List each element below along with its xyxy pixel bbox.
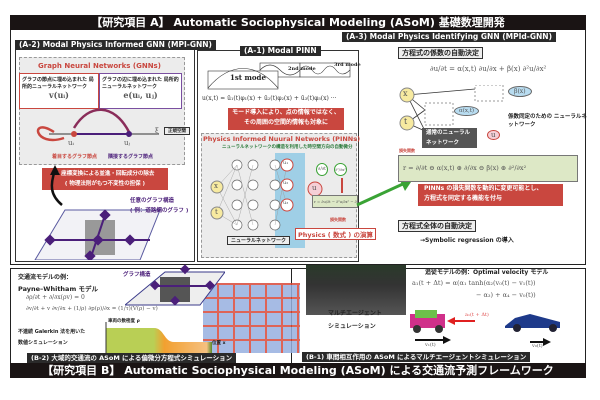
space-tag: 正規空間 <box>164 127 190 135</box>
node-fn: v(uᵢ) <box>49 90 69 100</box>
a1-label: (A-1) Modal PINN <box>240 46 321 56</box>
pw-eq1: ∂ρ/∂t + ∂/∂x(ρv) = 0 <box>26 294 85 301</box>
alpha-node: α(x,t) <box>454 106 480 116</box>
ov-example: 追従モデルの例：Optimal velocity モデル <box>425 269 549 276</box>
a3-note-1: PINNs の損失関数を動的に変更可能とし、 <box>424 185 543 192</box>
symbolic-regression: →Symbolic regression の導入 <box>420 237 514 244</box>
whole-title: 方程式全体の自動決定 <box>398 220 476 232</box>
invariance-1: ・座標変換による並進・回転成分の除去 <box>55 171 155 177</box>
accel-label: a₁(t + Δt) <box>465 312 489 318</box>
pinn-loss-label: 損失関数 <box>330 217 346 222</box>
down-arrow <box>341 178 343 193</box>
a2-label: (A-2) Modal Physics Informed GNN (MPI-GN… <box>15 40 216 50</box>
uj-label: uⱼ <box>124 139 131 147</box>
normal-net-label: 通常のニューラル ネットワーク <box>422 128 477 148</box>
v0-label: v₀(t) <box>532 343 543 349</box>
pinn-residual: r = ∂u/∂t − ∂²u/∂x² − ∂²u/∂y² <box>312 195 358 208</box>
b2-example: 交通流モデルの例： <box>18 274 73 281</box>
pinn-op-dt: ∂/∂t <box>316 163 328 176</box>
beta-node: β(x) <box>508 86 532 97</box>
mode-note-1: モード導入により、点の情報ではなく、 <box>232 109 340 116</box>
gnn-title: Graph Neural Networks (GNNs) <box>38 62 161 70</box>
density-axis-label: 車両の数密度 ρ <box>108 319 140 324</box>
v1-label: v₁(t) <box>425 342 436 348</box>
galerkin-1: 不連続 Galerkin 法を用いた <box>18 329 86 335</box>
a3-input-x: x <box>403 89 408 98</box>
position-axis-label: 位置 x <box>212 341 226 346</box>
a3-note-2: 方程式を同定する機能を付与 <box>424 195 503 202</box>
ui-label: uᵢ <box>68 139 74 147</box>
edge-net-box: グラフの辺に埋め込まれた 局所的ニューラルネットワーク e(uᵢ, uⱼ) <box>99 73 182 109</box>
a3-loss-label: 損失関数 <box>399 148 415 153</box>
cars <box>410 310 560 346</box>
physics-label: Physics ( 数式 ) の演算 <box>295 228 376 240</box>
a3-note: PINNs の損失関数を動的に変更可能とし、方程式を同定する機能を付与 <box>418 184 563 206</box>
nn-label: ニューラルネットワーク <box>227 236 291 245</box>
road-graph <box>34 165 161 260</box>
mode-note: モード導入により、点の情報ではなく、その周囲の空間的情報も対象に <box>228 108 344 130</box>
coef-network <box>399 85 504 132</box>
focus-node-label: 着目するグラフ節点 <box>52 154 98 160</box>
traffic-map <box>203 283 300 353</box>
output-u3: u₃ <box>283 200 289 206</box>
edge-net-text: グラフの辺に埋め込まれた 局所的ニューラルネットワーク <box>102 77 179 90</box>
input-t: t <box>215 208 218 216</box>
modal-expansion: u(x,t) ≃ ū₁(t)φ₁(x) + ū₂(t)φ₂(x) + ū₃(t)… <box>202 95 337 102</box>
output-u2: u₂ <box>283 180 289 186</box>
mode2-label: 2nd mode <box>288 66 316 72</box>
a3-output-u: u <box>487 130 500 140</box>
gnn-graph <box>36 108 159 142</box>
b2-graph-label: グラフ構造 <box>123 272 151 278</box>
invariance-note: ・座標変換による並進・回転成分の除去 ( 物理法則がもつ不変性の担保 ) <box>42 168 168 190</box>
pw-eq2: ∂v/∂t + v ∂v/∂x + (1/ρ) ∂p(ρ)/∂x = (1/τ)… <box>26 306 158 312</box>
invariance-2: ( 物理法則がもつ不変性の担保 ) <box>64 181 146 187</box>
output-u: u <box>312 184 317 192</box>
b2-graph <box>125 264 225 306</box>
ov-eq-1: a₁(t + Δt) = α(α₁ tanh(α₂(v₀(t) − v₁(t)) <box>412 279 536 287</box>
a3-pde: ∂u/∂t = α(x,t) ∂u/∂x + β(x) ∂²u/∂x² <box>430 65 547 73</box>
output-u1: u₁ <box>283 160 289 166</box>
input-x: x <box>214 182 218 190</box>
neural-network <box>210 158 323 231</box>
xi-label: ξ <box>155 127 159 135</box>
simulation-screen <box>306 265 406 315</box>
pw-model: Payne–Whitham モデル <box>18 285 98 293</box>
a3-input-t: t <box>404 117 408 126</box>
coef-net-label: 係数同定のための ニューラルネットワーク <box>508 114 587 128</box>
section-b-title: 【研究項目 B】 Automatic Sociophysical Modelin… <box>10 363 586 378</box>
section-a-title: 【研究項目 A】 Automatic Sociophysical Modelin… <box>10 15 586 30</box>
sim-label-1: マルチエージェント <box>328 310 382 317</box>
b2-label: (B-2) 大域的交通流の ASoM による偏微分方程式シミュレーション <box>27 353 237 363</box>
node-net-text: グラフの節点に埋め込まれた 局所的ニューラルネットワーク <box>22 77 94 90</box>
node-net-box: グラフの節点に埋め込まれた 局所的ニューラルネットワーク v(uᵢ) <box>19 73 99 109</box>
neighbor-node-label: 隣接するグラフ節点 <box>108 154 154 160</box>
pinn-title: Physics Informed Nuural Networks (PINNs) <box>203 135 361 143</box>
pinn-subtitle: ニューラルネットワークの構造を利用した時空間方向の自動微分 <box>222 145 353 150</box>
b1-label: (B-1) 車間相互作用の ASoM によるマルチエージェントシミュレーション <box>302 352 531 362</box>
graph-label-2: ( 例：道路網のグラフ ) <box>130 208 189 214</box>
graph-label-1: 任意のグラフ構造 <box>130 198 175 204</box>
mode3-label: 3rd mode <box>334 62 361 68</box>
mode1-label: 1st mode <box>230 73 266 82</box>
mode-note-2: その周囲の空間的情報も対象に <box>243 119 328 126</box>
a3-label: (A-3) Modal Physics Identifying GNN (MPI… <box>342 32 557 42</box>
sim-label-2: シミュレーション <box>328 323 376 330</box>
coef-title: 方程式の係数の自動決定 <box>398 47 483 59</box>
galerkin-2: 数値シミュレーション <box>18 340 68 346</box>
edge-fn: e(uᵢ, uⱼ) <box>123 90 158 100</box>
follower-car <box>410 310 445 333</box>
ov-eq-2: − α₃) + α₄ − v₀(t)) <box>476 291 536 299</box>
pinn-op-dx2: ∂²/∂x² <box>334 163 347 176</box>
mode-plots <box>207 62 351 90</box>
a3-residual: r = ∂/∂t ⊖ α(x,t) ⊛ ∂/∂x ⊖ β(x) ⊛ ∂²/∂x² <box>398 155 578 182</box>
